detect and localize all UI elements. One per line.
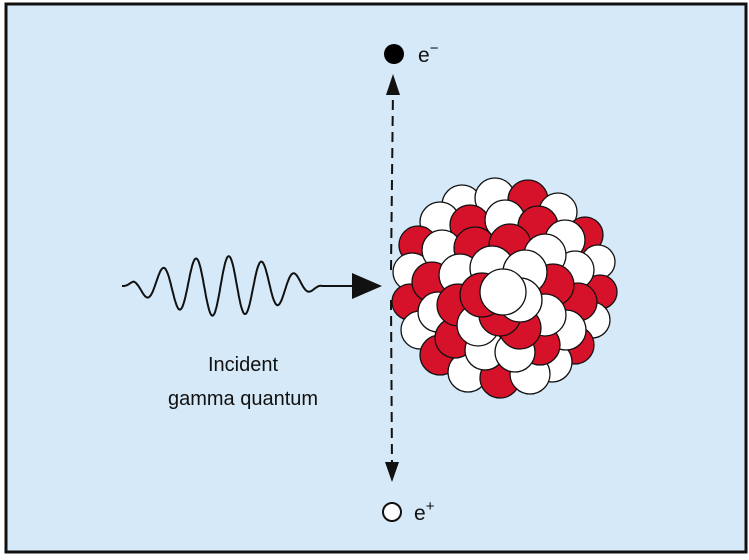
electron-charge: − — [430, 40, 439, 57]
incident-label-line1: Incident — [208, 354, 278, 376]
electron-marker-icon — [384, 44, 404, 64]
positron-charge: + — [426, 498, 435, 515]
neutron-sphere — [480, 269, 526, 315]
positron-marker-icon — [383, 503, 401, 521]
incident-label-line2: gamma quantum — [168, 388, 318, 410]
diagram-panel — [6, 4, 746, 552]
